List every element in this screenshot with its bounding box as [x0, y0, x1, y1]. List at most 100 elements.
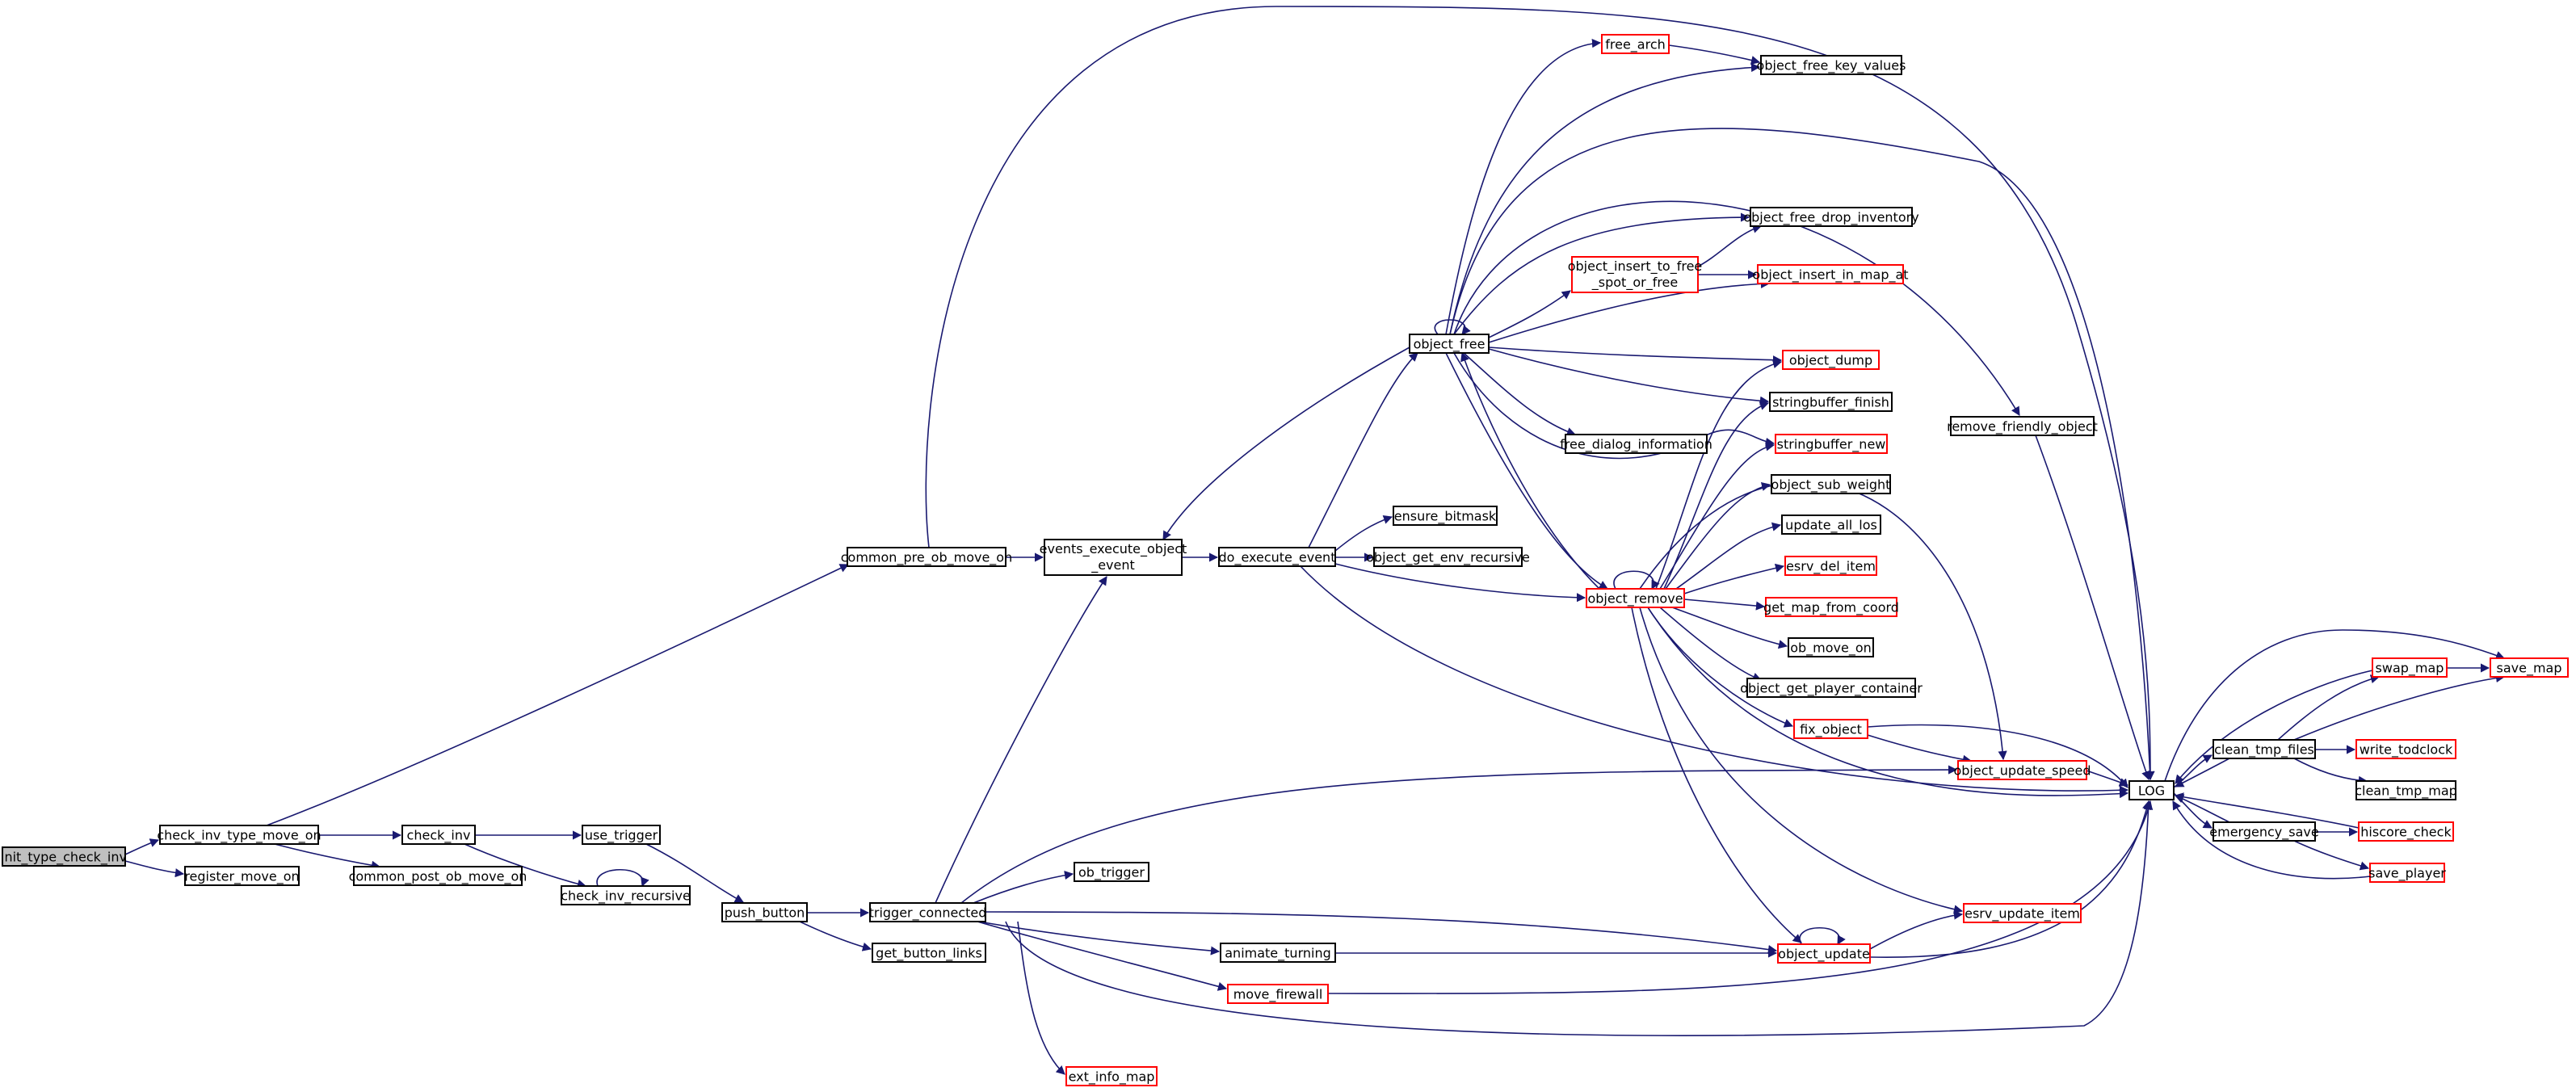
node-box: [1373, 547, 1523, 567]
node-save_player[interactable]: save_player: [2368, 863, 2446, 883]
node-object_get_env_recursive[interactable]: object_get_env_recursive: [1366, 547, 1530, 567]
node-save_map[interactable]: save_map: [2490, 657, 2569, 678]
node-label: fix_object: [1800, 722, 1862, 738]
node-register_move_on[interactable]: register_move_on: [184, 866, 300, 886]
node-get_button_links[interactable]: get_button_links: [872, 943, 986, 963]
node-label: object_remove: [1587, 591, 1683, 607]
edge-check_inv_recursive-to-check_inv_recursive: [596, 868, 649, 888]
edge-trigger_connected-to-ext_info_map: [1017, 921, 1065, 1075]
node-label: ob_move_on: [1790, 640, 1872, 657]
node-trigger_connected[interactable]: trigger_connected: [869, 902, 987, 922]
node-box: [1957, 760, 2087, 780]
node-animate_turning[interactable]: animate_turning: [1220, 943, 1336, 963]
node-check_inv_recursive[interactable]: check_inv_recursive: [561, 885, 691, 905]
node-clean_tmp_map[interactable]: clean_tmp_map: [2355, 780, 2457, 800]
edge-check_inv-to-check_inv_recursive: [464, 843, 587, 888]
edge-object_update_speed-to-LOG: [2086, 770, 2129, 787]
node-box: [2358, 821, 2454, 842]
node-esrv_update_item[interactable]: esrv_update_item: [1963, 903, 2082, 923]
node-common_pre_ob_move_on[interactable]: common_pre_ob_move_on: [841, 547, 1012, 567]
node-box: [1220, 943, 1336, 963]
edge-object_update-to-esrv_update_item: [1869, 910, 1964, 950]
node-label: object_free: [1414, 337, 1486, 353]
node-do_execute_event[interactable]: do_execute_event: [1218, 547, 1336, 567]
node-object_update_speed[interactable]: object_update_speed: [1953, 760, 2091, 780]
call-edges: [124, 6, 2506, 1075]
node-box: [2, 846, 126, 867]
node-swap_map[interactable]: swap_map: [2372, 657, 2448, 678]
node-label: object_update_speed: [1953, 763, 2091, 779]
node-label: check_inv_recursive: [561, 888, 691, 905]
node-esrv_del_item[interactable]: esrv_del_item: [1784, 556, 1877, 576]
node-get_map_from_coord[interactable]: get_map_from_coord: [1763, 597, 1899, 617]
node-ob_trigger[interactable]: ob_trigger: [1074, 862, 1149, 882]
node-stringbuffer_finish[interactable]: stringbuffer_finish: [1769, 392, 1893, 412]
node-object_sub_weight[interactable]: object_sub_weight: [1771, 474, 1891, 494]
node-box: [869, 902, 986, 922]
node-box: [1601, 34, 1670, 54]
node-box: [1044, 539, 1183, 576]
edge-object_remove-to-update_all_los: [1675, 522, 1782, 590]
node-ob_move_on[interactable]: ob_move_on: [1788, 637, 1874, 657]
node-box: [1065, 1066, 1158, 1086]
edge-do_execute_event-to-ensure_bitmask: [1334, 515, 1393, 552]
node-object_get_player_container[interactable]: object_get_player_container: [1740, 678, 1923, 698]
node-write_todclock[interactable]: write_todclock: [2355, 739, 2456, 759]
node-label: object_free_key_values: [1757, 58, 1906, 74]
edge-object_update-to-object_update: [1799, 926, 1846, 945]
node-events_execute_object_event[interactable]: events_execute_object_event: [1040, 539, 1187, 576]
edge-object_free-to-events_execute_object_event: [1162, 346, 1410, 540]
edge-init_type_check_inv-to-check_inv_type_move_on: [124, 838, 160, 855]
edge-object_free-to-object_insert_to_free_spot_or_free: [1488, 290, 1571, 338]
node-free_dialog_information[interactable]: free_dialog_information: [1560, 434, 1712, 454]
edge-hiscore_check-to-LOG: [2174, 792, 2360, 829]
node-label: clean_tmp_files: [2214, 742, 2314, 758]
node-fix_object[interactable]: fix_object: [1793, 719, 1868, 739]
node-ensure_bitmask[interactable]: ensure_bitmask: [1393, 506, 1498, 526]
node-object_insert_in_map_at[interactable]: object_insert_in_map_at: [1752, 264, 1909, 284]
edge-object_free-to-object_free: [1434, 319, 1471, 335]
node-use_trigger[interactable]: use_trigger: [582, 825, 661, 845]
node-object_insert_to_free_spot_or_free[interactable]: object_insert_to_free_spot_or_free: [1568, 256, 1703, 293]
node-hiscore_check[interactable]: hiscore_check: [2358, 821, 2454, 842]
node-ext_info_map[interactable]: ext_info_map: [1065, 1066, 1158, 1086]
node-check_inv_type_move_on[interactable]: check_inv_type_move_on: [157, 825, 321, 845]
node-label: get_button_links: [876, 946, 982, 962]
node-clean_tmp_files[interactable]: clean_tmp_files: [2213, 739, 2316, 759]
node-remove_friendly_object[interactable]: remove_friendly_object: [1947, 416, 2098, 436]
edge-object_free-to-object_insert_in_map_at: [1488, 279, 1771, 343]
node-label: trigger_connected: [869, 905, 987, 922]
edge-object_remove-to-esrv_del_item: [1683, 563, 1785, 594]
node-label: object_insert_in_map_at: [1752, 267, 1908, 284]
node-free_arch[interactable]: free_arch: [1601, 34, 1670, 54]
node-object_dump[interactable]: object_dump: [1782, 350, 1880, 370]
node-box: [1218, 547, 1336, 567]
node-box: [2213, 739, 2316, 759]
node-box: [2355, 780, 2456, 800]
edge-object_free-to-LOG: [1449, 128, 2155, 781]
node-move_firewall[interactable]: move_firewall: [1227, 984, 1329, 1004]
edge-object_remove-to-stringbuffer_finish: [1663, 401, 1770, 590]
node-label: ensure_bitmask: [1394, 509, 1497, 525]
node-label: object_update: [1778, 947, 1870, 963]
node-stringbuffer_new[interactable]: stringbuffer_new: [1775, 434, 1888, 454]
node-label: _spot_or_free: [1591, 275, 1678, 291]
node-emergency_save[interactable]: emergency_save: [2209, 821, 2319, 842]
node-label: init_type_check_inv: [1, 850, 127, 866]
node-update_all_los[interactable]: update_all_los: [1781, 514, 1881, 535]
node-object_update[interactable]: object_update: [1777, 943, 1871, 964]
node-label: object_free_drop_inventory: [1743, 210, 1918, 226]
node-common_post_ob_move_on[interactable]: common_post_ob_move_on: [349, 866, 527, 886]
node-label: object_get_env_recursive: [1366, 550, 1530, 566]
node-object_free[interactable]: object_free: [1409, 334, 1490, 354]
node-check_inv[interactable]: check_inv: [401, 825, 476, 845]
node-LOG[interactable]: LOG: [2128, 780, 2175, 800]
node-object_remove[interactable]: object_remove: [1586, 588, 1685, 608]
edge-trigger_connected-to-move_firewall: [977, 921, 1228, 991]
node-push_button[interactable]: push_button: [721, 902, 808, 922]
node-object_free_drop_inventory[interactable]: object_free_drop_inventory: [1743, 207, 1919, 227]
edge-object_free-to-object_remove: [1445, 352, 1608, 590]
node-object_free_key_values[interactable]: object_free_key_values: [1757, 55, 1906, 75]
node-label: ob_trigger: [1078, 865, 1145, 881]
